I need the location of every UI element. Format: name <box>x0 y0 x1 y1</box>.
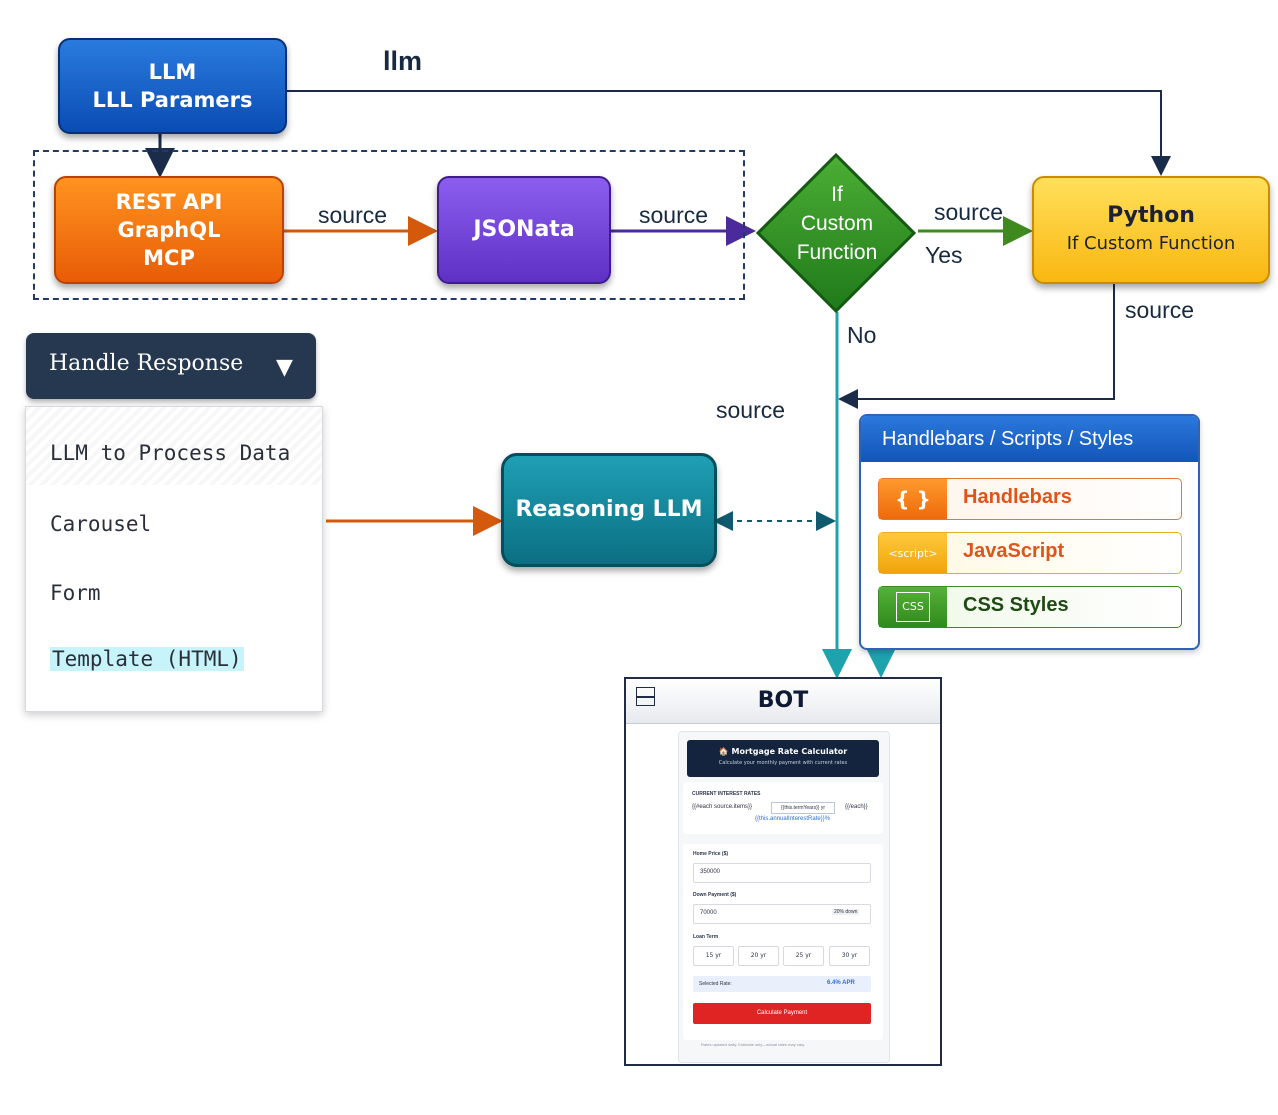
jsonata-node[interactable]: JSONata <box>437 176 611 284</box>
calculator-subtitle: Calculate your monthly payment with curr… <box>718 760 848 766</box>
decision-line3: Function <box>796 241 878 264</box>
calculate-payment-button[interactable]: Calculate Payment <box>693 1003 871 1024</box>
term-option-20[interactable]: 20 yr <box>738 946 779 966</box>
handlebars-row-label: Handlebars <box>963 486 1072 508</box>
calculator-title: 🏠 Mortgage Rate Calculator <box>718 747 848 756</box>
down-percent-badge: 20% down <box>832 909 860 915</box>
home-price-value: 350000 <box>700 869 721 875</box>
handlebars-panel-title: Handlebars / Scripts / Styles <box>882 428 1134 450</box>
dropdown-item-hover-bg <box>26 407 322 485</box>
term-option-30[interactable]: 30 yr <box>829 946 870 966</box>
down-payment-value: 70000 <box>700 910 717 916</box>
dropdown-item-carousel[interactable]: Carousel <box>50 512 152 536</box>
braces-icon: { } <box>879 479 947 519</box>
down-payment-label: Down Payment ($) <box>693 892 737 898</box>
edge-label-jsonata-source: source <box>639 202 709 228</box>
css-row-label: CSS Styles <box>963 594 1069 616</box>
dropdown-menu: LLM to Process Data Carousel Form Templa… <box>25 406 323 712</box>
source-pipeline-group <box>33 150 745 300</box>
handle-response-dropdown[interactable]: Handle Response ▼ <box>26 333 316 399</box>
down-payment-input[interactable]: 70000 20% down <box>693 904 871 924</box>
home-price-label: Home Price ($) <box>693 851 729 857</box>
reasoning-node-label: Reasoning LLM <box>515 497 703 522</box>
decision-line2: Custom <box>800 212 874 235</box>
decision-diamond[interactable] <box>755 152 917 314</box>
rest-node-line3: MCP <box>143 246 195 270</box>
rates-label: CURRENT INTEREST RATES <box>692 791 761 797</box>
decision-line1: If <box>831 183 843 206</box>
javascript-row-label: JavaScript <box>963 540 1065 562</box>
dropdown-item-form[interactable]: Form <box>50 581 101 605</box>
jsonata-node-label: JSONata <box>473 217 575 242</box>
selected-rate-label: Selected Rate: <box>699 981 732 987</box>
llm-node-subtitle: LLL Paramers <box>92 88 253 112</box>
each-close: {{/each}} <box>845 804 868 810</box>
selected-rate-value: 6.4% APR <box>827 980 855 986</box>
bot-header: BOT <box>626 679 940 724</box>
rates-panel <box>683 782 883 834</box>
llm-node[interactable]: LLM LLL Paramers <box>58 38 287 134</box>
edge-label-rest-source: source <box>318 202 388 228</box>
term-option-15[interactable]: 15 yr <box>693 946 734 966</box>
script-tag-icon: <script> <box>879 533 947 573</box>
decision-label: If Custom Function <box>755 180 919 267</box>
term-option-25[interactable]: 25 yr <box>783 946 824 966</box>
css-file-icon: CSS <box>879 587 947 627</box>
dropdown-item-template[interactable]: Template (HTML) <box>50 647 244 671</box>
rest-node-line2: GraphQL <box>117 218 221 242</box>
edge-label-middle-source: source <box>716 397 786 423</box>
term-year-chip: {{this.termYears}} yr <box>771 802 835 814</box>
edge-llm-to-python <box>283 90 1171 176</box>
loan-term-label: Loan Term <box>693 934 719 940</box>
handlebars-panel-header: Handlebars / Scripts / Styles <box>861 416 1198 462</box>
edge-label-llm: llm <box>383 46 423 76</box>
handlebars-row[interactable]: { } Handlebars <box>878 478 1182 520</box>
window-icon[interactable] <box>636 687 655 706</box>
handlebars-panel: Handlebars / Scripts / Styles { } Handle… <box>859 414 1200 650</box>
bot-window: BOT 🏠 Mortgage Rate Calculator Calculate… <box>624 677 942 1066</box>
edge-python-return <box>838 284 1115 409</box>
bot-title: BOT <box>757 688 809 713</box>
reasoning-llm-node[interactable]: Reasoning LLM <box>501 453 717 567</box>
rest-api-node[interactable]: REST API GraphQL MCP <box>54 176 284 284</box>
each-open: {{#each source.items}} <box>692 804 753 810</box>
dropdown-title: Handle Response <box>49 351 244 376</box>
chevron-down-icon[interactable]: ▼ <box>276 355 293 380</box>
edge-label-python-source: source <box>1125 297 1195 323</box>
rest-node-line1: REST API <box>115 190 223 214</box>
calculator-footnote: Rates updated daily. Estimate only—actua… <box>701 1042 806 1047</box>
python-node-title: Python <box>1107 203 1195 228</box>
python-node[interactable]: Python If Custom Function <box>1032 176 1270 284</box>
css-file-icon-label: CSS <box>896 592 930 622</box>
javascript-row[interactable]: <script> JavaScript <box>878 532 1182 574</box>
home-price-input[interactable]: 350000 <box>693 863 871 883</box>
edge-label-yes: Yes <box>925 242 963 268</box>
dropdown-item-llm-process[interactable]: LLM to Process Data <box>50 441 291 465</box>
calculator-header: 🏠 Mortgage Rate Calculator Calculate you… <box>687 740 879 777</box>
selected-rate-bar: Selected Rate: 6.4% APR <box>693 976 871 992</box>
rate-expression: {{this.annualInterestRate}}% <box>755 816 831 822</box>
edge-label-no: No <box>847 322 877 348</box>
css-row[interactable]: CSS CSS Styles <box>878 586 1182 628</box>
edge-label-decision-source: source <box>934 199 1004 225</box>
llm-node-title: LLM <box>148 60 197 84</box>
python-node-subtitle: If Custom Function <box>1066 233 1236 254</box>
mortgage-calculator-card: 🏠 Mortgage Rate Calculator Calculate you… <box>678 731 890 1063</box>
